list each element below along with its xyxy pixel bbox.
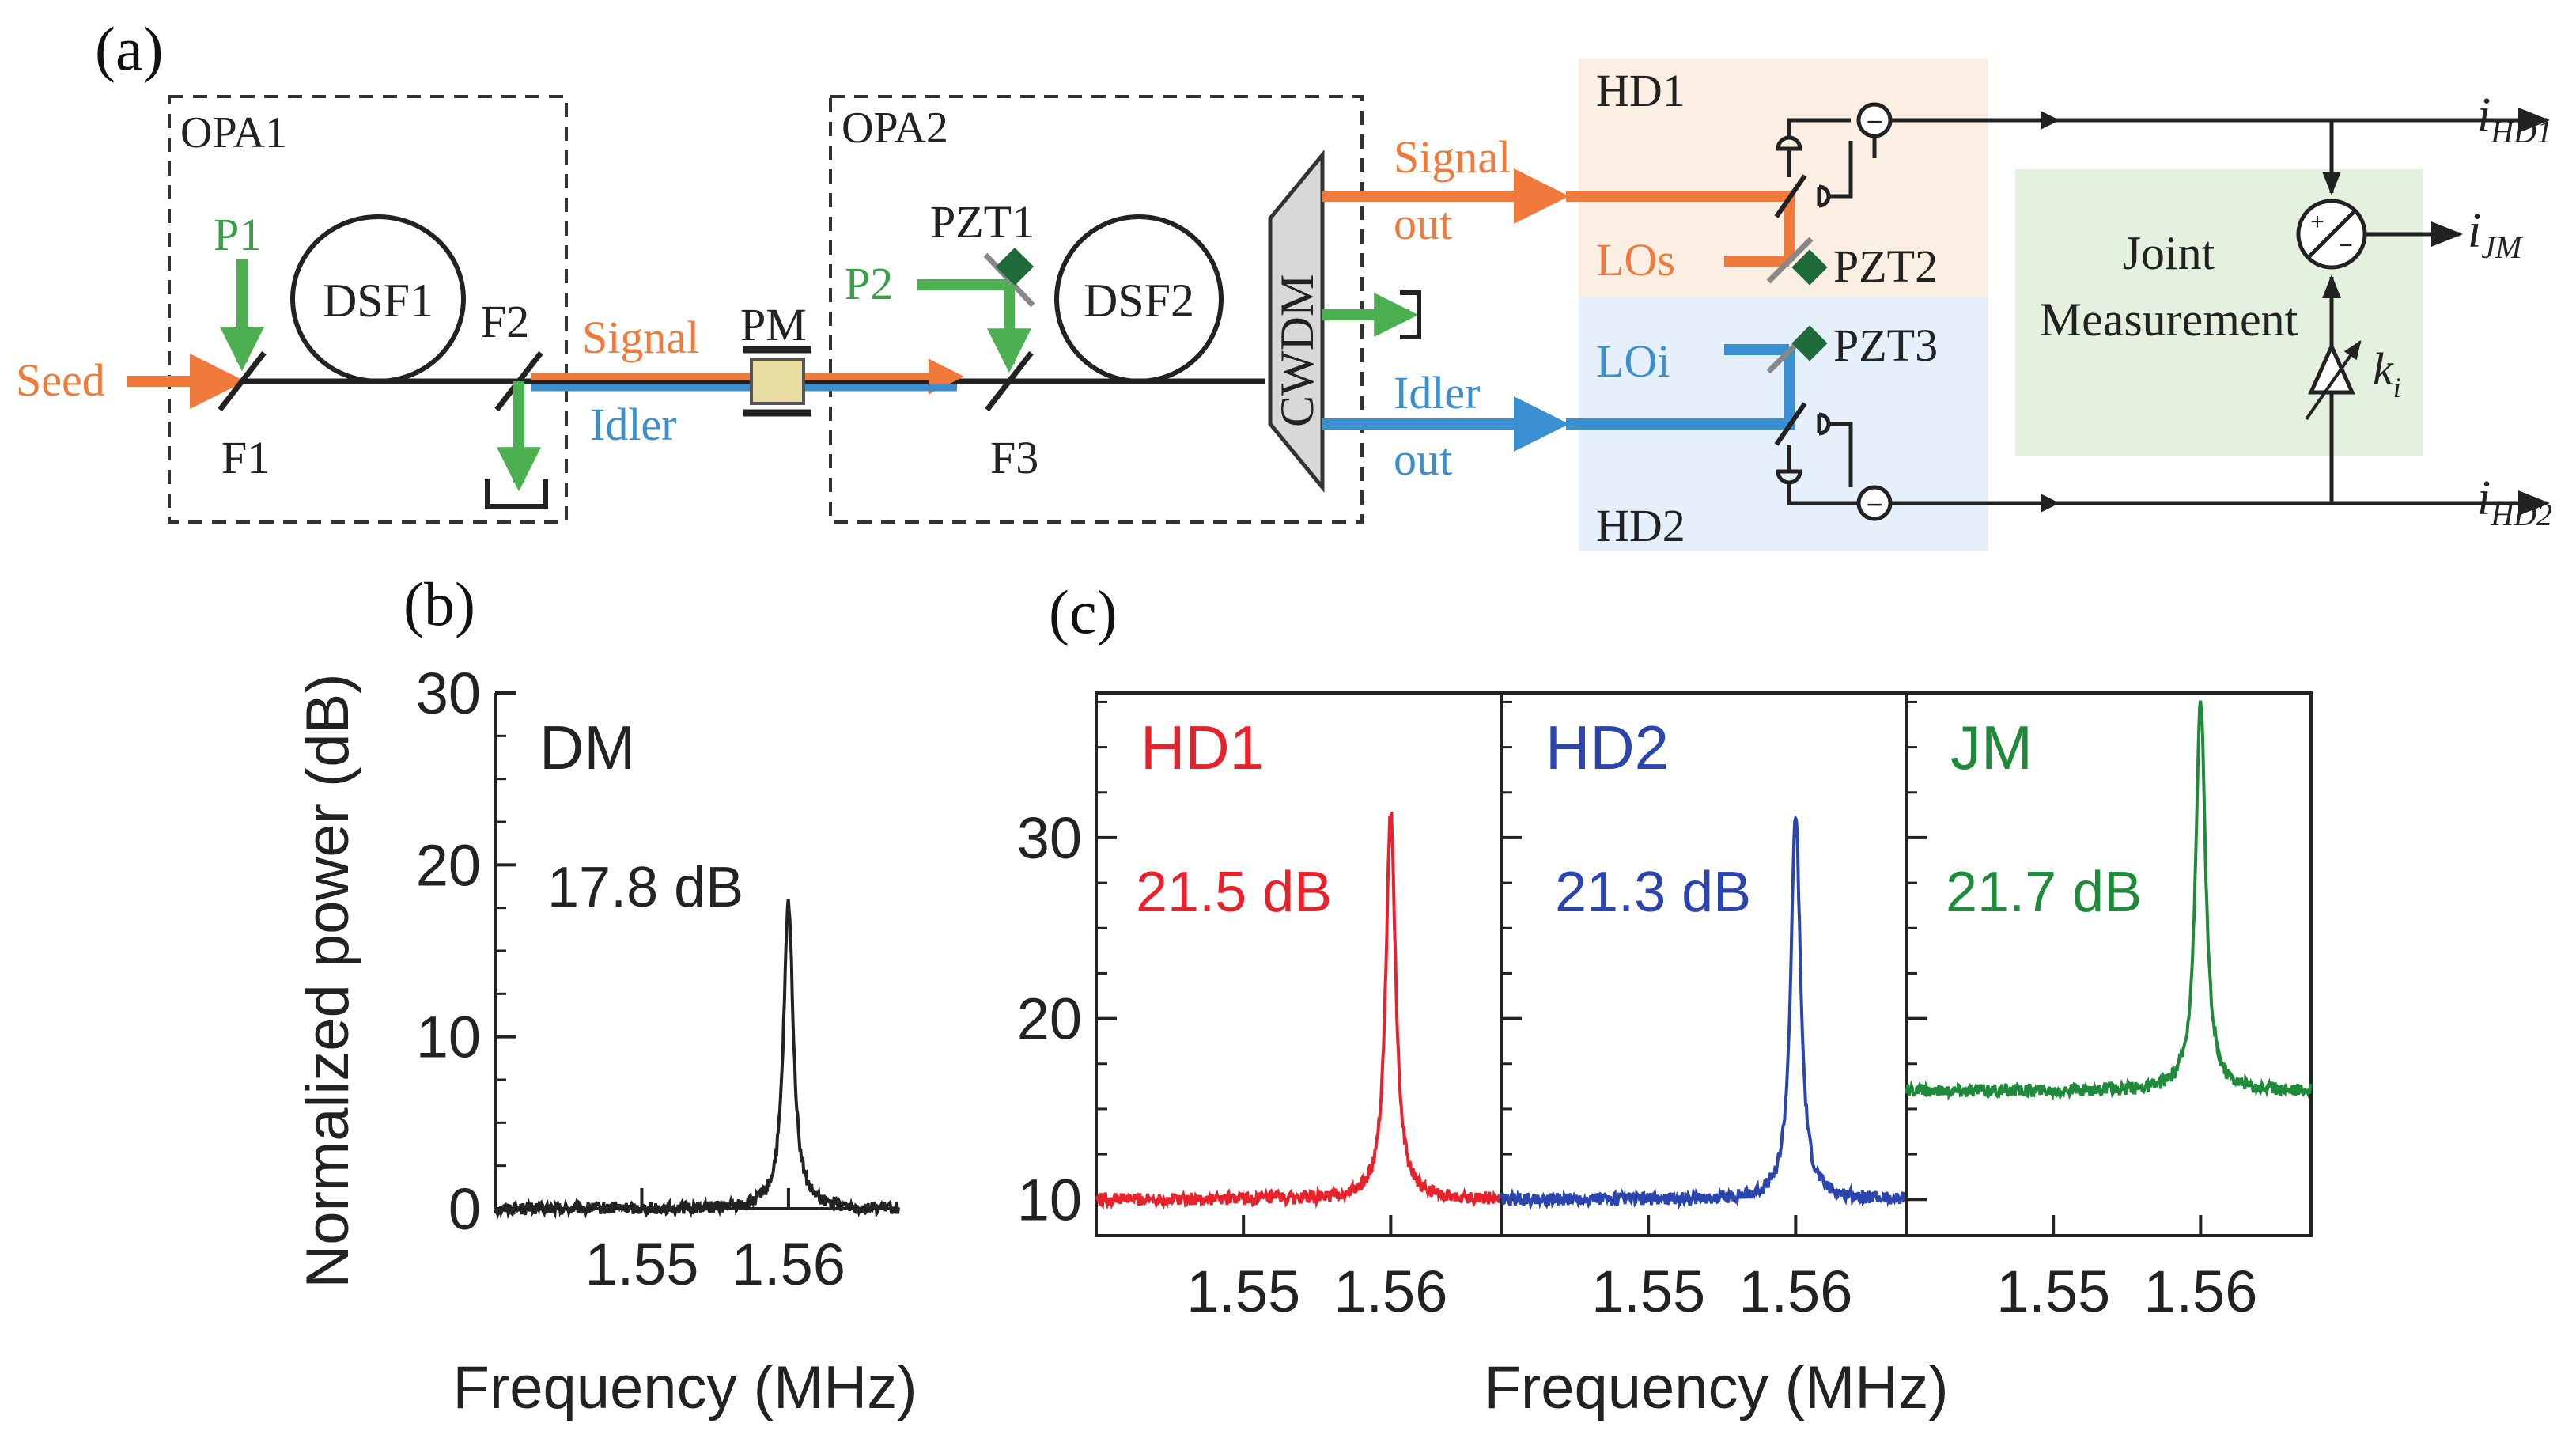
x-tick-label: 1.55 bbox=[584, 1232, 698, 1297]
y-tick-label: 0 bbox=[448, 1176, 481, 1242]
cwdm-block bbox=[1268, 150, 1325, 493]
joint-label-1: Joint bbox=[2123, 227, 2215, 279]
hd2-label: HD2 bbox=[1596, 500, 1685, 551]
opa1-box bbox=[168, 95, 568, 524]
beam-dump-1 bbox=[485, 479, 548, 509]
peak-annotation: 17.8 dB bbox=[547, 856, 743, 919]
panel-label-b: (b) bbox=[403, 570, 475, 638]
panel-label-a: (a) bbox=[95, 14, 164, 83]
x-tick-label: 1.55 bbox=[1591, 1259, 1705, 1324]
i-hd2-label: iHD2 bbox=[2477, 471, 2552, 532]
signal-label: Signal bbox=[582, 312, 699, 363]
jm-adder-slash bbox=[2308, 210, 2355, 258]
peak-annotation: 21.5 dB bbox=[1136, 861, 1332, 924]
y-tick-label: 20 bbox=[416, 832, 481, 898]
beam-dump-2 bbox=[1400, 290, 1421, 339]
p2-label: P2 bbox=[845, 258, 893, 309]
chart-hd2: 1.55 1.56 HD2 21.3 dB bbox=[1500, 691, 1908, 1324]
y-tick-label: 30 bbox=[416, 661, 481, 726]
i-hd2-arrowhead-mid bbox=[2041, 494, 2060, 513]
series-label: HD2 bbox=[1545, 713, 1669, 782]
f3-mirror bbox=[985, 350, 1034, 412]
idler-out-label-1: Idler bbox=[1394, 367, 1481, 418]
series-label: HD1 bbox=[1140, 713, 1264, 782]
hd1-minus: − bbox=[1866, 105, 1882, 138]
chart-dm: 0 10 20 30 1.55 1.56 DM 17.8 dB bbox=[416, 661, 900, 1297]
pm-label: PM bbox=[740, 299, 807, 350]
series-line-hd2 bbox=[1500, 814, 1907, 1212]
p1-label: P1 bbox=[214, 209, 262, 260]
dsf2-label: DSF2 bbox=[1084, 274, 1194, 327]
signal-out-label-2: out bbox=[1394, 198, 1452, 249]
pm-crystal bbox=[750, 358, 805, 405]
cwdm-label: CWDM bbox=[1271, 274, 1323, 427]
f3-label: F3 bbox=[990, 432, 1038, 483]
hd1-beamsplitter bbox=[1774, 174, 1807, 218]
idler-out-label-2: out bbox=[1394, 433, 1452, 485]
pzt2-label: PZT2 bbox=[1833, 240, 1938, 292]
panel-label-c: (c) bbox=[1049, 577, 1118, 646]
c-xlabel: Frequency (MHz) bbox=[1485, 1354, 1949, 1421]
setup-diagram: (a) OPA1 OPA2 Seed P1 F1 DSF1 F2 Signal bbox=[16, 14, 2552, 551]
y-tick-label: 10 bbox=[1017, 1167, 1082, 1232]
x-tick-label: 1.56 bbox=[732, 1232, 845, 1297]
i-jm-label: iJM bbox=[2468, 204, 2524, 265]
series-line-hd1 bbox=[1095, 811, 1503, 1210]
f2-label: F2 bbox=[481, 296, 529, 347]
hd1-wire-a bbox=[1787, 118, 1851, 139]
y-tick-label: 20 bbox=[1017, 986, 1082, 1052]
los-label: LOs bbox=[1596, 234, 1675, 286]
k-label: ki bbox=[2373, 343, 2401, 403]
jm-plus: + bbox=[2310, 209, 2324, 235]
x-tick-label: 1.55 bbox=[1996, 1259, 2110, 1324]
series-line-jm bbox=[1905, 700, 2313, 1102]
chart-hd1: 10 20 30 1.55 1.56 HD1 21.5 dB bbox=[1017, 691, 1503, 1324]
loi-label: LOi bbox=[1596, 335, 1670, 387]
opa1-label: OPA1 bbox=[180, 108, 287, 157]
x-tick-label: 1.56 bbox=[1333, 1259, 1447, 1324]
pzt1-label: PZT1 bbox=[930, 196, 1035, 248]
i-hd1-arrowhead-mid bbox=[2041, 111, 2060, 130]
idler-label: Idler bbox=[590, 399, 677, 450]
y-tick-label: 10 bbox=[416, 1005, 481, 1070]
pzt3-label: PZT3 bbox=[1833, 320, 1938, 371]
pzt2-mirror bbox=[1766, 237, 1814, 284]
f1-label: F1 bbox=[221, 432, 270, 483]
b-ylabel: Normalized power (dB) bbox=[294, 673, 361, 1288]
f1-mirror bbox=[218, 350, 267, 412]
joint-label-2: Measurement bbox=[2040, 293, 2298, 346]
i-hd1-label: iHD1 bbox=[2477, 89, 2552, 150]
hd1-label: HD1 bbox=[1596, 65, 1685, 116]
hd2-beamsplitter bbox=[1774, 402, 1807, 446]
jm-gain-variable-arrow bbox=[2305, 340, 2362, 421]
jm-minus: − bbox=[2339, 233, 2353, 259]
y-tick-label: 30 bbox=[1017, 805, 1082, 871]
peak-annotation: 21.7 dB bbox=[1946, 861, 2142, 924]
plot-frame bbox=[1905, 691, 2313, 1237]
opa2-label: OPA2 bbox=[842, 104, 948, 153]
hd2-wire-a bbox=[1787, 483, 1859, 505]
series-label: DM bbox=[539, 713, 635, 782]
hd2-wire-b bbox=[1829, 422, 1853, 487]
hd1-wire-b bbox=[1829, 141, 1853, 199]
signal-out-label-1: Signal bbox=[1394, 131, 1511, 183]
dsf1-label: DSF1 bbox=[323, 274, 433, 327]
peak-annotation: 21.3 dB bbox=[1555, 861, 1751, 924]
dsf1-coil bbox=[290, 214, 466, 384]
chart-jm: 1.55 1.56 JM 21.7 dB bbox=[1905, 691, 2313, 1324]
dsf2-coil bbox=[1054, 214, 1224, 384]
x-tick-label: 1.56 bbox=[1738, 1259, 1852, 1324]
seed-label: Seed bbox=[16, 354, 105, 406]
hd2-minus: − bbox=[1866, 488, 1882, 520]
x-tick-label: 1.55 bbox=[1186, 1259, 1300, 1324]
b-xlabel: Frequency (MHz) bbox=[453, 1354, 917, 1421]
hd2-detector-a bbox=[1776, 445, 1802, 485]
series-line-dm bbox=[494, 899, 900, 1220]
series-label: JM bbox=[1950, 713, 2033, 782]
x-tick-label: 1.56 bbox=[2143, 1259, 2257, 1324]
